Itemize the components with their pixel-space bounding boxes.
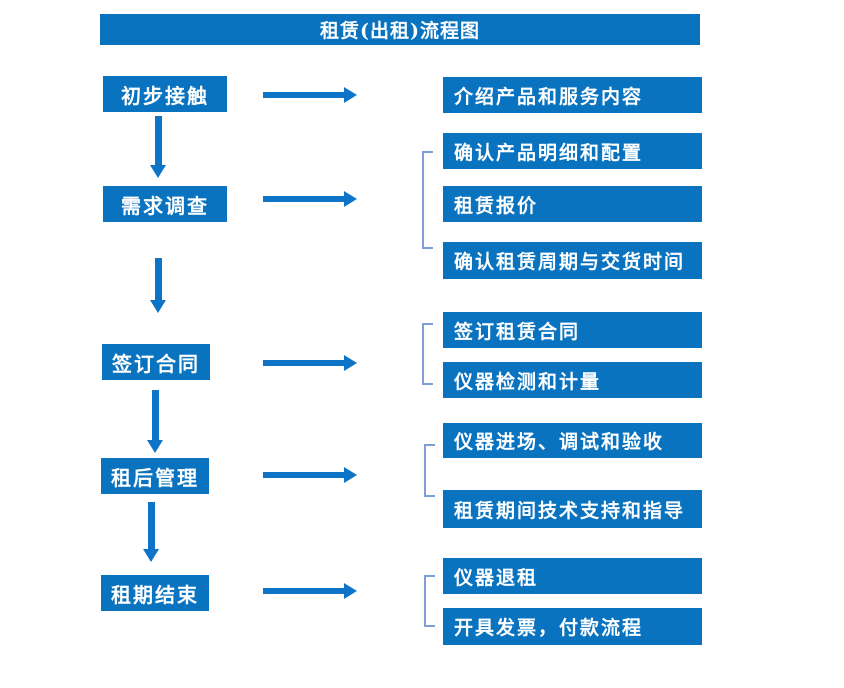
arrow-head-icon — [150, 300, 166, 313]
detail-box-tech-support: 租赁期间技术支持和指导 — [443, 490, 702, 528]
stage-box-initial-contact: 初步接触 — [103, 76, 227, 112]
flow-arrow-5 — [263, 583, 357, 599]
bracket-demand-survey-details — [422, 151, 433, 249]
arrow-shaft — [147, 502, 155, 549]
detail-box-confirm-product-spec: 确认产品明细和配置 — [443, 133, 702, 169]
detail-box-instrument-testing: 仪器检测和计量 — [443, 362, 702, 398]
stage-box-lease-end: 租期结束 — [101, 575, 209, 611]
arrow-head-icon — [150, 165, 166, 178]
bracket-post-rental-details — [424, 444, 435, 497]
flow-arrow-3 — [263, 355, 357, 371]
arrow-head-icon — [344, 191, 357, 207]
arrow-head-icon — [143, 549, 159, 562]
arrow-shaft — [263, 196, 344, 202]
arrow-head-icon — [344, 467, 357, 483]
bracket-sign-contract-details — [422, 323, 433, 385]
detail-box-invoice-payment: 开具发票，付款流程 — [443, 608, 702, 645]
detail-box-introduce-products: 介绍产品和服务内容 — [443, 77, 702, 113]
arrow-head-icon — [344, 87, 357, 103]
arrow-head-icon — [344, 583, 357, 599]
down-arrow-3 — [147, 390, 163, 453]
title-bar: 租赁(出租)流程图 — [100, 14, 700, 45]
detail-box-instrument-return: 仪器退租 — [443, 558, 702, 594]
arrow-head-icon — [344, 355, 357, 371]
stage-box-demand-survey: 需求调查 — [103, 186, 227, 222]
bracket-lease-end-details — [424, 575, 435, 627]
detail-box-confirm-period: 确认租赁周期与交货时间 — [443, 242, 702, 279]
arrow-head-icon — [147, 440, 163, 453]
down-arrow-4 — [143, 502, 159, 562]
page-title: 租赁(出租)流程图 — [320, 20, 480, 42]
down-arrow-2 — [150, 258, 166, 313]
stage-box-post-rental-mgmt: 租后管理 — [101, 458, 209, 494]
arrow-shaft — [151, 390, 159, 440]
stage-box-sign-contract: 签订合同 — [102, 344, 210, 380]
arrow-shaft — [263, 360, 344, 366]
flow-arrow-1 — [263, 87, 357, 103]
flow-arrow-4 — [263, 467, 357, 483]
arrow-shaft — [154, 116, 162, 165]
arrow-shaft — [154, 258, 162, 300]
detail-box-instrument-setup: 仪器进场、调试和验收 — [443, 423, 702, 458]
detail-box-sign-lease-contract: 签订租赁合同 — [443, 312, 702, 348]
arrow-shaft — [263, 92, 344, 98]
arrow-shaft — [263, 472, 344, 478]
arrow-shaft — [263, 588, 344, 594]
down-arrow-1 — [150, 116, 166, 178]
detail-box-rental-quote: 租赁报价 — [443, 186, 702, 222]
flow-arrow-2 — [263, 191, 357, 207]
